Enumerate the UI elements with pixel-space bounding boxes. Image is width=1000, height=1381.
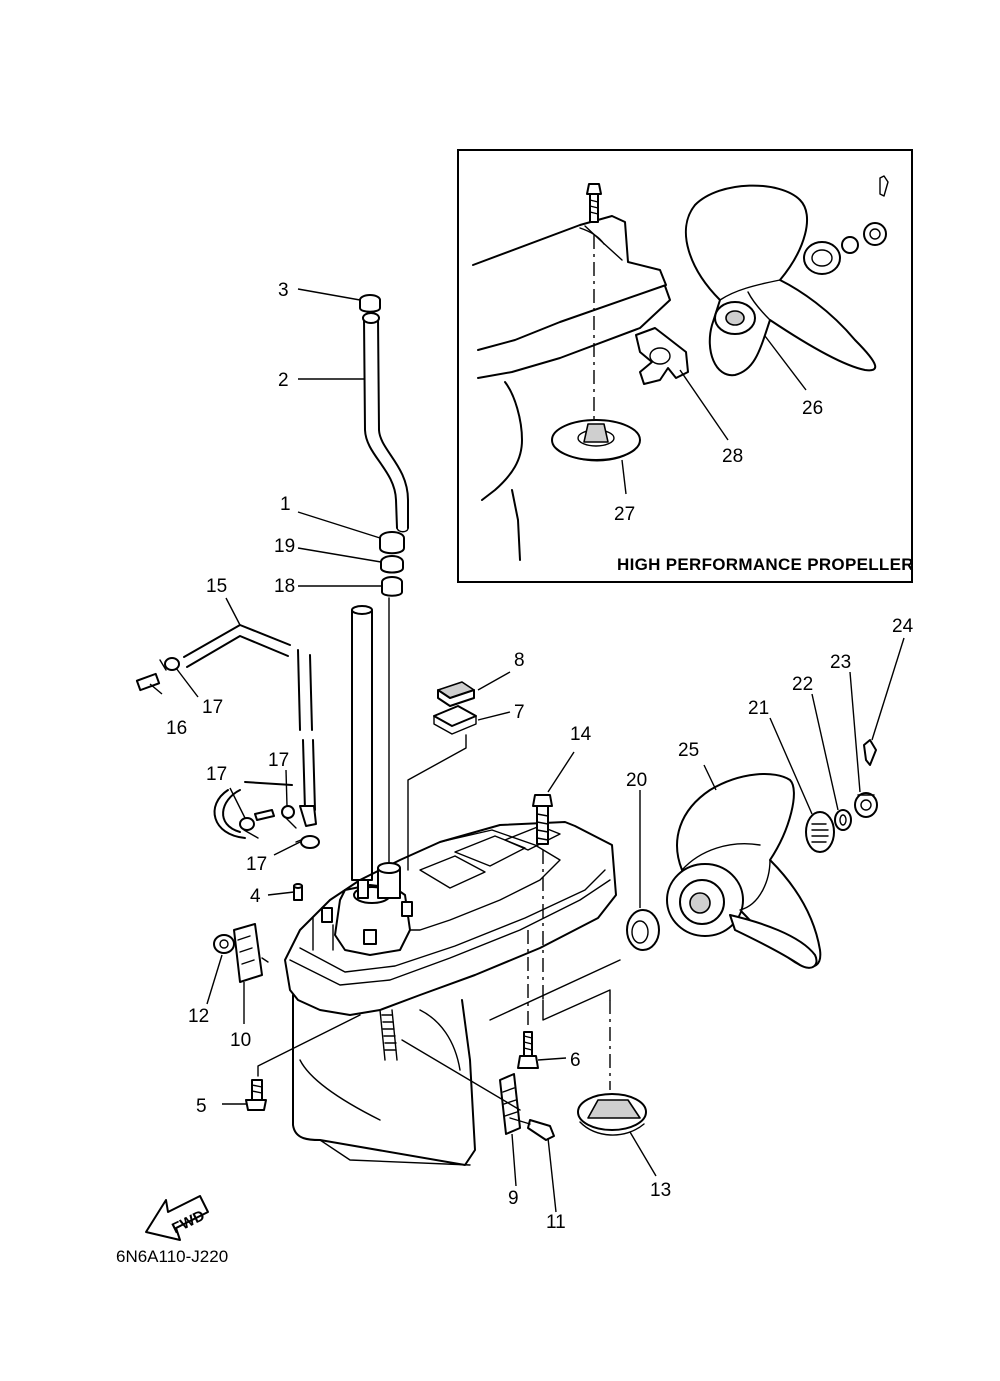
- callout-1: 1: [280, 494, 291, 515]
- thrust-washer: [489, 790, 660, 1021]
- callout-9: 9: [508, 1188, 519, 1209]
- callout-2: 2: [278, 370, 289, 391]
- callout-6: 6: [570, 1050, 581, 1071]
- drive-shaft: [351, 605, 373, 881]
- main-propeller: [666, 764, 822, 969]
- inset-hardware: [803, 175, 889, 275]
- callout-17-b: 17: [206, 764, 227, 785]
- callout-17-c: 17: [268, 750, 289, 771]
- callout-28: 28: [722, 446, 743, 467]
- hose-clamps: [239, 805, 320, 849]
- seal: [379, 531, 405, 555]
- inset-bolt: [586, 183, 602, 223]
- callout-12: 12: [188, 1006, 209, 1027]
- bolt-6: [517, 930, 567, 1069]
- anode-13: [542, 989, 657, 1177]
- callout-17-a: 17: [202, 697, 223, 718]
- washer-22: [811, 693, 852, 831]
- inset-anode: [551, 419, 641, 462]
- prop-nut-23: [849, 671, 878, 818]
- callout-21: 21: [748, 698, 769, 719]
- collar: [381, 576, 403, 597]
- hose-assembly: [135, 597, 320, 856]
- inset-tab-washer: [635, 327, 689, 385]
- cotter-pin-24: [863, 637, 905, 766]
- grommet-19: [380, 555, 404, 574]
- callout-5: 5: [196, 1096, 207, 1117]
- trim-tab-9: [401, 1039, 557, 1213]
- callout-23: 23: [830, 652, 851, 673]
- water-tube-assembly: [297, 288, 409, 871]
- callout-17-d: 17: [246, 854, 267, 875]
- callout-4: 4: [250, 886, 261, 907]
- grommet: [359, 294, 381, 313]
- inset-propeller: [685, 184, 877, 377]
- callout-20: 20: [626, 770, 647, 791]
- callout-7: 7: [514, 702, 525, 723]
- callout-27: 27: [614, 504, 635, 525]
- forward-direction-arrow: FWD: [145, 1195, 209, 1241]
- callout-24: 24: [892, 616, 914, 637]
- callout-15: 15: [206, 576, 227, 597]
- callout-3: 3: [278, 280, 289, 301]
- lower-gearcase: [267, 821, 617, 1166]
- callout-22: 22: [792, 674, 813, 695]
- spacer-21: [769, 717, 835, 853]
- high-performance-propeller-inset: [457, 149, 913, 583]
- callout-10: 10: [230, 1030, 251, 1051]
- callout-19: 19: [274, 536, 295, 557]
- bolt-14: [532, 751, 575, 1000]
- callout-16: 16: [166, 718, 187, 739]
- callout-25: 25: [678, 740, 699, 761]
- callout-14: 14: [570, 724, 592, 745]
- callout-13: 13: [650, 1180, 671, 1201]
- propeller-assembly: [489, 637, 905, 1021]
- callout-8: 8: [514, 650, 525, 671]
- pads: [407, 671, 511, 871]
- bolt-5: [222, 1014, 361, 1111]
- diagram-code: 6N6A110-J220: [116, 1247, 228, 1266]
- callout-labels: 3 2 1 19 18 15 17 16 17 17 17 4 12 10 5 …: [166, 280, 914, 1233]
- inset-caption: HIGH PERFORMANCE PROPELLER: [617, 555, 914, 574]
- callout-26: 26: [802, 398, 823, 419]
- callout-11: 11: [546, 1212, 566, 1233]
- trim-tab-10: [206, 923, 269, 1024]
- callout-18: 18: [274, 576, 295, 597]
